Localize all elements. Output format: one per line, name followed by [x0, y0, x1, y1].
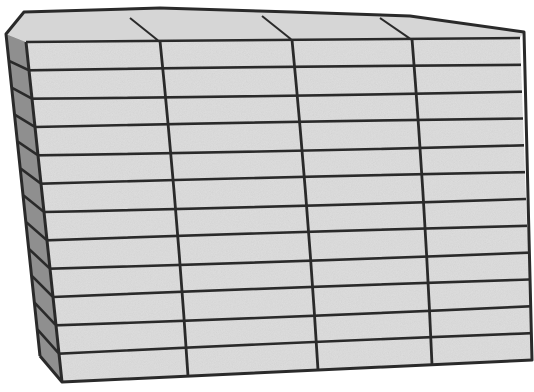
top-face — [6, 8, 524, 42]
